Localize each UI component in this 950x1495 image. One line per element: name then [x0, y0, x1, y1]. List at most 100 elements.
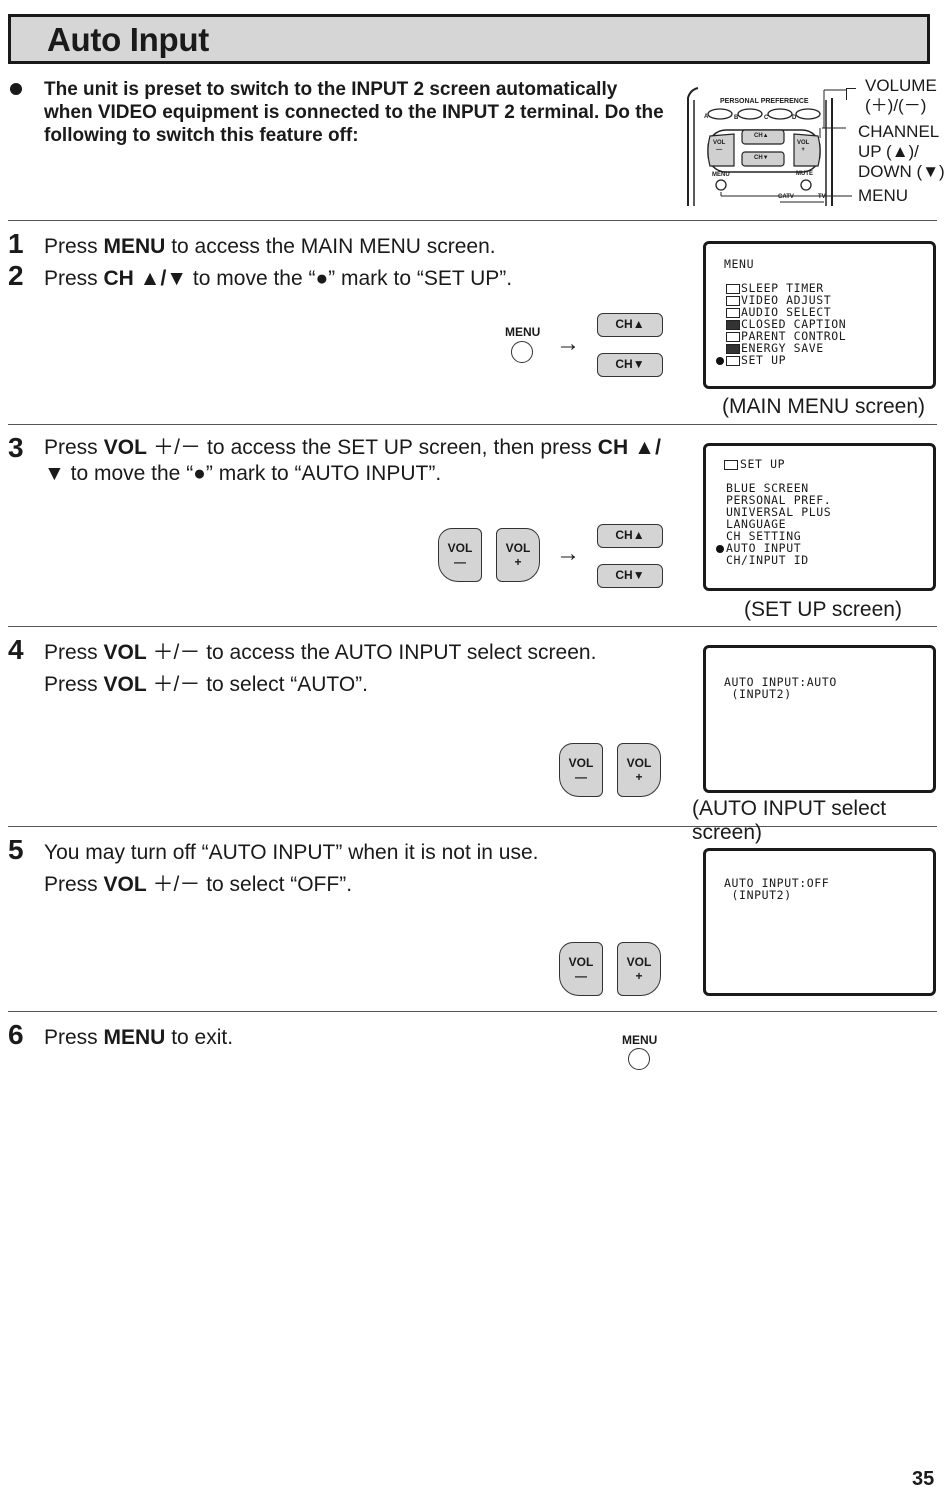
menu-button[interactable]	[628, 1048, 650, 1070]
osd-header: SET UP	[724, 458, 785, 470]
divider	[8, 1011, 937, 1012]
auto-input-off-screen: AUTO INPUT:OFF (INPUT2)	[703, 848, 936, 996]
title-bar: Auto Input	[8, 14, 930, 64]
selection-dot-icon	[716, 356, 724, 365]
remote-b-label: B	[734, 115, 739, 121]
page-title: Auto Input	[47, 21, 209, 58]
selection-dot-icon	[716, 497, 724, 505]
vol-plus-button[interactable]: VOL+	[617, 942, 661, 996]
selection-dot-icon	[716, 544, 724, 553]
step-text: You may turn off “AUTO INPUT” when it is…	[44, 841, 539, 864]
ch-down-button[interactable]: CH▼	[597, 353, 663, 377]
step-number: 6	[8, 1019, 24, 1050]
osd-menu-item: PERSONAL PREF.	[716, 494, 831, 506]
vol-plus-button[interactable]: VOL+	[496, 528, 540, 582]
osd-menu-item: BLUE SCREEN	[716, 482, 831, 494]
volume-sign-label: (＋)/(－)	[865, 96, 927, 115]
selection-dot-icon	[716, 285, 724, 293]
step-number: 4	[8, 634, 24, 665]
step-number: 2	[8, 260, 24, 291]
osd-menu-item: CH SETTING	[716, 530, 831, 542]
intro-text: The unit is preset to switch to the INPU…	[44, 79, 664, 146]
selection-dot-icon	[716, 557, 724, 565]
osd-line: (INPUT2)	[724, 687, 792, 701]
osd-menu-item: LANGUAGE	[716, 518, 831, 530]
menu-button-label: MENU	[622, 1033, 658, 1047]
menu-button[interactable]	[511, 341, 533, 363]
osd-menu-item: PARENT CONTROL	[716, 330, 846, 342]
divider	[8, 424, 937, 425]
step-text: Press VOL ＋/－ to select “AUTO”.	[44, 673, 369, 696]
osd-menu-item: AUTO INPUT	[716, 542, 831, 554]
page-number: 35	[912, 1468, 935, 1490]
remote-tv-label: TV	[818, 194, 826, 200]
osd-menu-item: CH/INPUT ID	[716, 554, 831, 566]
energy-icon	[726, 343, 740, 354]
selection-dot-icon	[716, 509, 724, 517]
osd-line: (INPUT2)	[724, 888, 792, 902]
vol-minus-button[interactable]: VOL—	[559, 942, 603, 996]
remote-menu-label: MENU	[712, 172, 730, 178]
clock-icon	[726, 283, 740, 294]
selection-dot-icon	[716, 533, 724, 541]
osd-menu-item: SLEEP TIMER	[716, 282, 846, 294]
selection-dot-icon	[716, 321, 724, 329]
selection-dot-icon	[716, 485, 724, 493]
selection-dot-icon	[716, 521, 724, 529]
osd-menu-item: CLOSED CAPTION	[716, 318, 846, 330]
selection-dot-icon	[716, 345, 724, 353]
ch-up-button[interactable]: CH▲	[597, 524, 663, 548]
cc-icon	[726, 319, 740, 330]
setup-icon	[726, 355, 740, 366]
video-icon	[726, 295, 740, 306]
remote-illustration: PERSONAL PREFERENCE A B C D VOL — VOL + …	[684, 78, 854, 208]
vol-minus-button[interactable]: VOL—	[438, 528, 482, 582]
osd-menu-item: SET UP	[716, 354, 846, 366]
remote-d-label: D	[792, 115, 797, 121]
step-text: Press MENU to exit.	[44, 1026, 234, 1049]
remote-ch-down: CH▼	[754, 155, 769, 161]
osd-menu-item: ENERGY SAVE	[716, 342, 846, 354]
remote-vol-plus: VOL +	[797, 140, 810, 153]
channel-down-label: DOWN (▼)	[858, 162, 945, 181]
selection-dot-icon	[716, 309, 724, 317]
ch-up-button[interactable]: CH▲	[597, 313, 663, 337]
menu-label: MENU	[858, 186, 909, 205]
divider	[8, 220, 937, 221]
step-number: 1	[8, 228, 24, 259]
osd-line: AUTO INPUT:OFF	[724, 876, 830, 890]
selection-dot-icon	[716, 297, 724, 305]
osd-header: MENU	[724, 257, 755, 271]
bullet-icon	[10, 83, 22, 95]
vol-plus-button[interactable]: VOL+	[617, 743, 661, 797]
osd-menu-item: UNIVERSAL PLUS	[716, 506, 831, 518]
screen-caption: (AUTO INPUT select screen)	[692, 797, 887, 844]
volume-label: VOLUME	[865, 76, 937, 95]
remote-outline	[687, 87, 852, 206]
auto-input-screen: AUTO INPUT:AUTO (INPUT2)	[703, 645, 936, 793]
vol-minus-button[interactable]: VOL—	[559, 743, 603, 797]
parent-icon	[726, 331, 740, 342]
osd-menu-item: VIDEO ADJUST	[716, 294, 846, 306]
divider	[8, 626, 937, 627]
leader-line	[846, 88, 847, 100]
selection-dot-icon	[716, 333, 724, 341]
arrow-icon: →	[556, 330, 580, 357]
personal-pref-label: PERSONAL PREFERENCE	[720, 98, 809, 105]
remote-vol-minus: VOL —	[713, 140, 726, 153]
menu-button-label: MENU	[505, 325, 541, 339]
remote-catv-label: CATV	[778, 194, 794, 200]
setup-icon	[724, 459, 738, 470]
step-number: 5	[8, 834, 24, 865]
divider	[8, 826, 937, 827]
screen-caption: (MAIN MENU screen)	[722, 395, 926, 418]
remote-mute-label: MUTE	[796, 171, 813, 177]
channel-label: CHANNEL	[858, 122, 940, 141]
ch-down-button[interactable]: CH▼	[597, 564, 663, 588]
remote-a-label: A	[704, 114, 709, 120]
osd-menu-item: AUDIO SELECT	[716, 306, 846, 318]
